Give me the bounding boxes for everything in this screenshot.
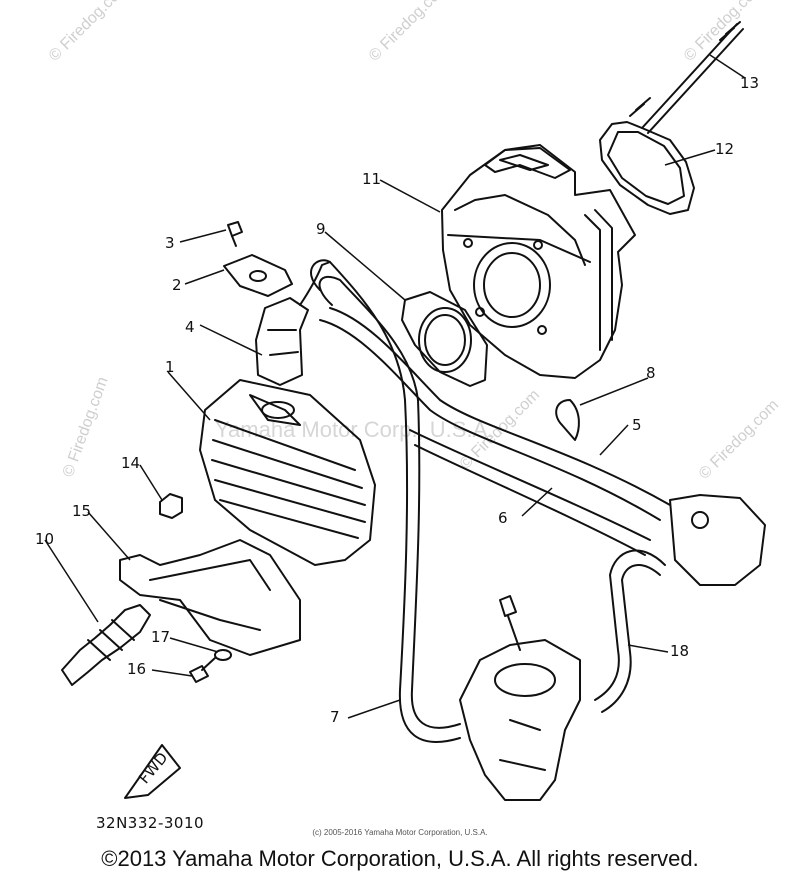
small-copyright: (c) 2005-2016 Yamaha Motor Corporation, … [312, 828, 488, 837]
callout-1: 1 [165, 358, 175, 376]
callout-3: 3 [165, 234, 175, 252]
watermark-brand: © Firedog.com [46, 0, 132, 65]
callout-15: 15 [72, 502, 91, 520]
callout-8: 8 [646, 364, 656, 382]
callout-16: 16 [127, 660, 146, 678]
bolt [189, 657, 216, 683]
stud-bolt [629, 21, 744, 134]
watermark-layer: © Firedog.com © Firedog.com © Firedog.co… [46, 0, 782, 483]
leader-lines [44, 54, 746, 719]
carburetor [459, 595, 581, 801]
callout-17: 17 [151, 628, 170, 646]
copyright-footer: ©2013 Yamaha Motor Corporation, U.S.A. A… [101, 846, 699, 871]
clip [555, 399, 580, 441]
watermark-brand: © Firedog.com [696, 396, 782, 482]
spark-plug [61, 604, 151, 686]
cylinder [441, 144, 636, 379]
watermark-brand: © Firedog.com [60, 375, 112, 480]
hose [594, 549, 666, 713]
washer [214, 649, 232, 661]
bolt [227, 221, 243, 247]
fwd-label: FWD [135, 749, 171, 787]
callout-14: 14 [121, 454, 140, 472]
watermark-brand: © Firedog.com [366, 0, 452, 65]
callout-6: 6 [498, 509, 508, 527]
callout-18: 18 [670, 642, 689, 660]
nut [159, 493, 183, 519]
oil-pipe [319, 307, 671, 556]
callout-13: 13 [740, 74, 759, 92]
exhaust-gasket [401, 291, 488, 387]
callout-7: 7 [330, 708, 340, 726]
callout-9: 9 [316, 220, 326, 238]
callout-5: 5 [632, 416, 642, 434]
plug-cap [255, 261, 331, 386]
callout-11: 11 [362, 170, 381, 188]
hose [310, 259, 461, 743]
cylinder-gasket [599, 121, 695, 215]
callout-2: 2 [172, 276, 182, 294]
watermark-center: Yamaha Motor Corp., U.S.A. [215, 417, 493, 442]
callouts: 1 2 3 4 5 6 7 8 9 10 11 12 13 14 15 16 1… [35, 74, 759, 726]
ignition-coil [199, 379, 376, 566]
part-code-label: 32N332-3010 [96, 814, 205, 832]
watermark-brand: © Firedog.com [681, 0, 767, 65]
oil-pump [669, 494, 766, 586]
fwd-arrow [124, 744, 181, 799]
mounting-plate [223, 254, 293, 297]
bracket [119, 539, 301, 656]
callout-12: 12 [715, 140, 734, 158]
callout-4: 4 [185, 318, 195, 336]
callout-10: 10 [35, 530, 54, 548]
